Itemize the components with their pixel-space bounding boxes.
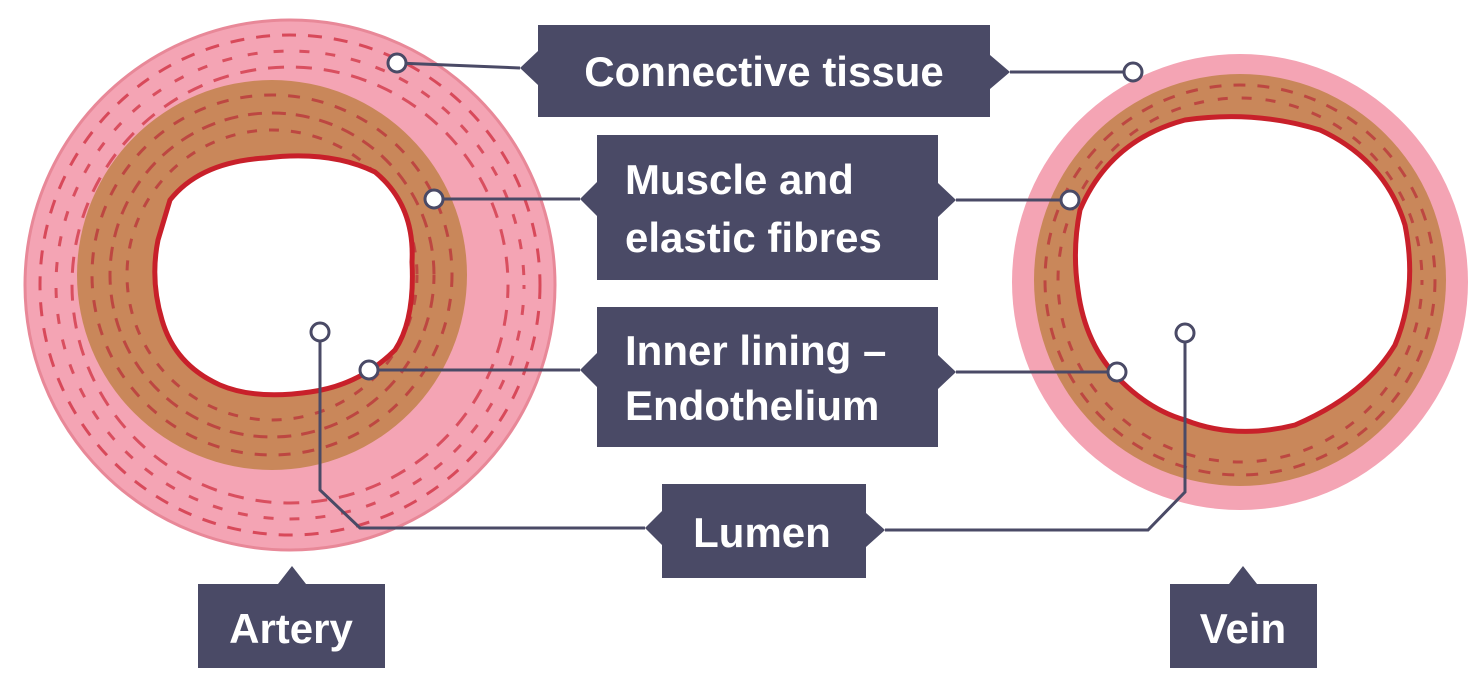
pointer-dot-inner-artery (360, 361, 378, 379)
label-connective-tissue: Connective tissue (520, 25, 1010, 117)
artery-lumen (155, 156, 413, 395)
vein-cross-section (1012, 54, 1468, 510)
label-lumen: Lumen (645, 484, 885, 578)
label-vein-text: Vein (1200, 605, 1286, 652)
label-vein: Vein (1170, 566, 1317, 668)
label-inner-line1: Inner lining – (625, 327, 886, 374)
label-lumen-text: Lumen (693, 509, 831, 556)
label-muscle-line1: Muscle and (625, 156, 854, 203)
pointer-dot-muscle-vein (1061, 191, 1079, 209)
vein-lumen (1075, 117, 1409, 432)
label-artery-text: Artery (229, 605, 353, 652)
pointer-dot-lumen-vein (1176, 324, 1194, 342)
label-inner-line2: Endothelium (625, 382, 879, 429)
label-muscle-line2: elastic fibres (625, 214, 882, 261)
label-inner-lining: Inner lining – Endothelium (580, 307, 956, 447)
pointer-dot-connective-artery (388, 54, 406, 72)
label-muscle-elastic-fibres: Muscle and elastic fibres (580, 135, 956, 280)
pointer-dot-lumen-artery (311, 323, 329, 341)
pointer-dot-connective-vein (1124, 63, 1142, 81)
pointer-dot-inner-vein (1108, 363, 1126, 381)
label-artery: Artery (198, 566, 385, 668)
pointer-dot-muscle-artery (425, 190, 443, 208)
label-connective-tissue-text: Connective tissue (584, 48, 943, 95)
artery-cross-section (25, 20, 555, 550)
